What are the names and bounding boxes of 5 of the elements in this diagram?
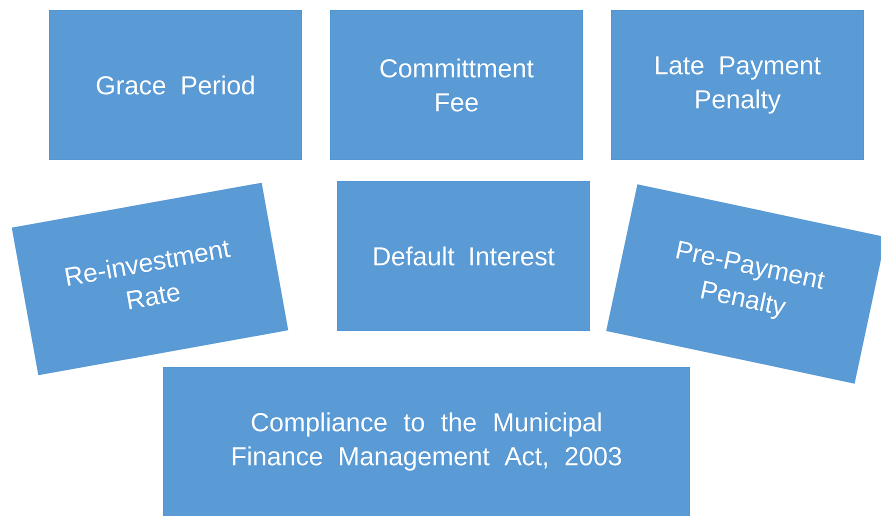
text-box: Committment Fee	[330, 10, 583, 160]
text-box: Default Interest	[337, 181, 590, 331]
text-box: Grace Period	[49, 10, 302, 160]
text-box: Compliance to the Municipal Finance Management Act, 2003	[163, 366, 690, 516]
text-box: Late Payment Penalty	[611, 10, 864, 160]
